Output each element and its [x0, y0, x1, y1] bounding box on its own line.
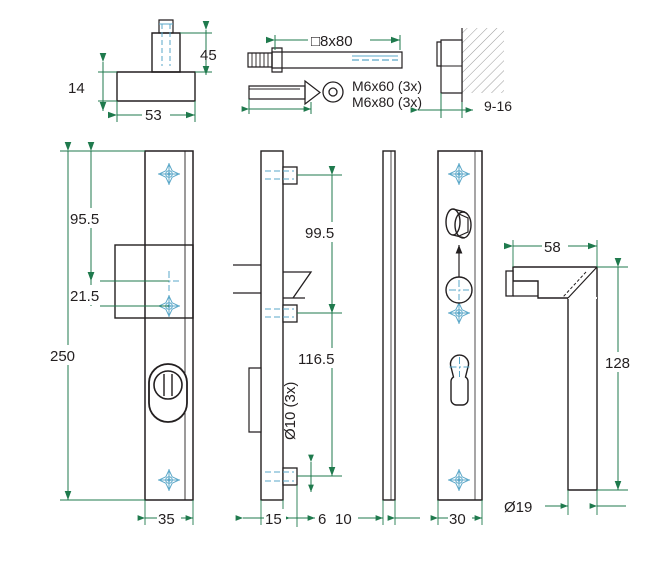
- dim-dia19-text-bg: [503, 497, 545, 515]
- lever-arm-outline: [512, 266, 598, 299]
- dim-99-text-bg: [303, 222, 349, 242]
- lever-rose-stub: [505, 270, 514, 297]
- dim-30-text: 30: [449, 511, 466, 528]
- dim-53-text: 53: [145, 107, 162, 124]
- dim-45-text: 45: [200, 47, 217, 64]
- dim-58-text: 58: [544, 239, 561, 256]
- cylinder-slot: [163, 374, 173, 396]
- euro-cylinder-keyhole: [449, 354, 470, 406]
- door-hatch: [462, 28, 504, 93]
- dim-128-text-bg: [604, 352, 642, 372]
- dim-95-text-bg: [68, 208, 114, 228]
- dim-116-text: 116.5: [298, 351, 334, 368]
- lever-chamfer-outer: [567, 266, 598, 299]
- spindle-thread-lines: [247, 53, 269, 67]
- view-back-plate-inside: 30: [430, 150, 483, 528]
- dim-dia10-text: Ø10 (3x): [282, 382, 299, 440]
- dim-95-text: 95.5: [70, 211, 99, 228]
- view-front-plate-outside: 95.5 21.5 250 35: [48, 142, 194, 528]
- dim-6-text: 6: [318, 511, 326, 528]
- dim-10-text-bg: [334, 509, 358, 527]
- keeper-rib: [248, 367, 262, 433]
- dim-spindle-text-bg: [308, 30, 370, 49]
- thin-plate-outline: [382, 150, 396, 501]
- dim-dia19-text: Ø19: [504, 499, 532, 516]
- dim-250-text: 250: [50, 348, 75, 365]
- boss-top: [282, 166, 298, 185]
- lever-chamfer-inner: [562, 271, 587, 298]
- handle-neck-outline: [151, 32, 181, 73]
- dim-door-text-bg: [482, 96, 526, 114]
- view-fasteners: □8x80 M6x60 (3x) M6x80 (3x): [241, 30, 422, 114]
- dim-30-text-bg: [448, 509, 472, 527]
- dim-15-text: 15: [265, 511, 282, 528]
- dim-35-text: 35: [158, 511, 175, 528]
- front-plate-outline: [144, 150, 194, 501]
- lever-grip-outline: [567, 298, 598, 491]
- view-plate-side-section: 99.5 116.5 Ø10 (3x) 15 6: [233, 150, 353, 528]
- note-m6x80: M6x80 (3x): [352, 94, 422, 110]
- dim-spindle-text: □8x80: [311, 33, 353, 50]
- cylinder-turn-outline: [153, 370, 183, 400]
- escutcheon-rose: [436, 41, 442, 67]
- dim-10-text: 10: [335, 511, 352, 528]
- screw-head: [304, 79, 321, 106]
- dim-35-text-bg: [157, 509, 181, 527]
- view-thin-plate-edge: 10: [334, 150, 420, 528]
- handle-stub-outline: [158, 19, 174, 34]
- dim-21-text: 21.5: [70, 288, 99, 305]
- boss-middle: [282, 304, 298, 323]
- view-lever-handle-plan: 58 128 Ø19: [503, 236, 642, 516]
- dim-53-text-bg: [142, 105, 170, 123]
- handle-base-outline: [116, 71, 196, 102]
- screw-head-front-inner: [328, 87, 338, 97]
- screw-head-front-outer: [322, 81, 344, 103]
- view-door-thickness: 9-16: [410, 28, 526, 118]
- dim-15-text-bg: [264, 509, 286, 527]
- spindle-hub-detail: [445, 208, 472, 239]
- dim-116-text-bg: [297, 348, 353, 368]
- boss-bottom: [282, 467, 298, 486]
- side-plate-outline: [260, 150, 284, 501]
- dim-58-text-bg: [542, 236, 568, 255]
- view-handle-side-profile-top: 45 14 53: [68, 19, 217, 124]
- front-rose-square: [114, 244, 194, 319]
- dim-128-text: 128: [605, 355, 630, 372]
- dim-door-text: 9-16: [484, 98, 512, 114]
- dim-14-text: 14: [68, 80, 85, 97]
- note-m6x60: M6x60 (3x): [352, 78, 422, 94]
- section-flag-detail: [283, 271, 313, 299]
- dim-250-text-bg: [48, 345, 88, 365]
- screw-shank: [248, 85, 306, 100]
- dim-21-text-bg: [68, 285, 114, 305]
- boss-hidden-lines: [265, 170, 294, 482]
- dim-99-text: 99.5: [305, 225, 334, 242]
